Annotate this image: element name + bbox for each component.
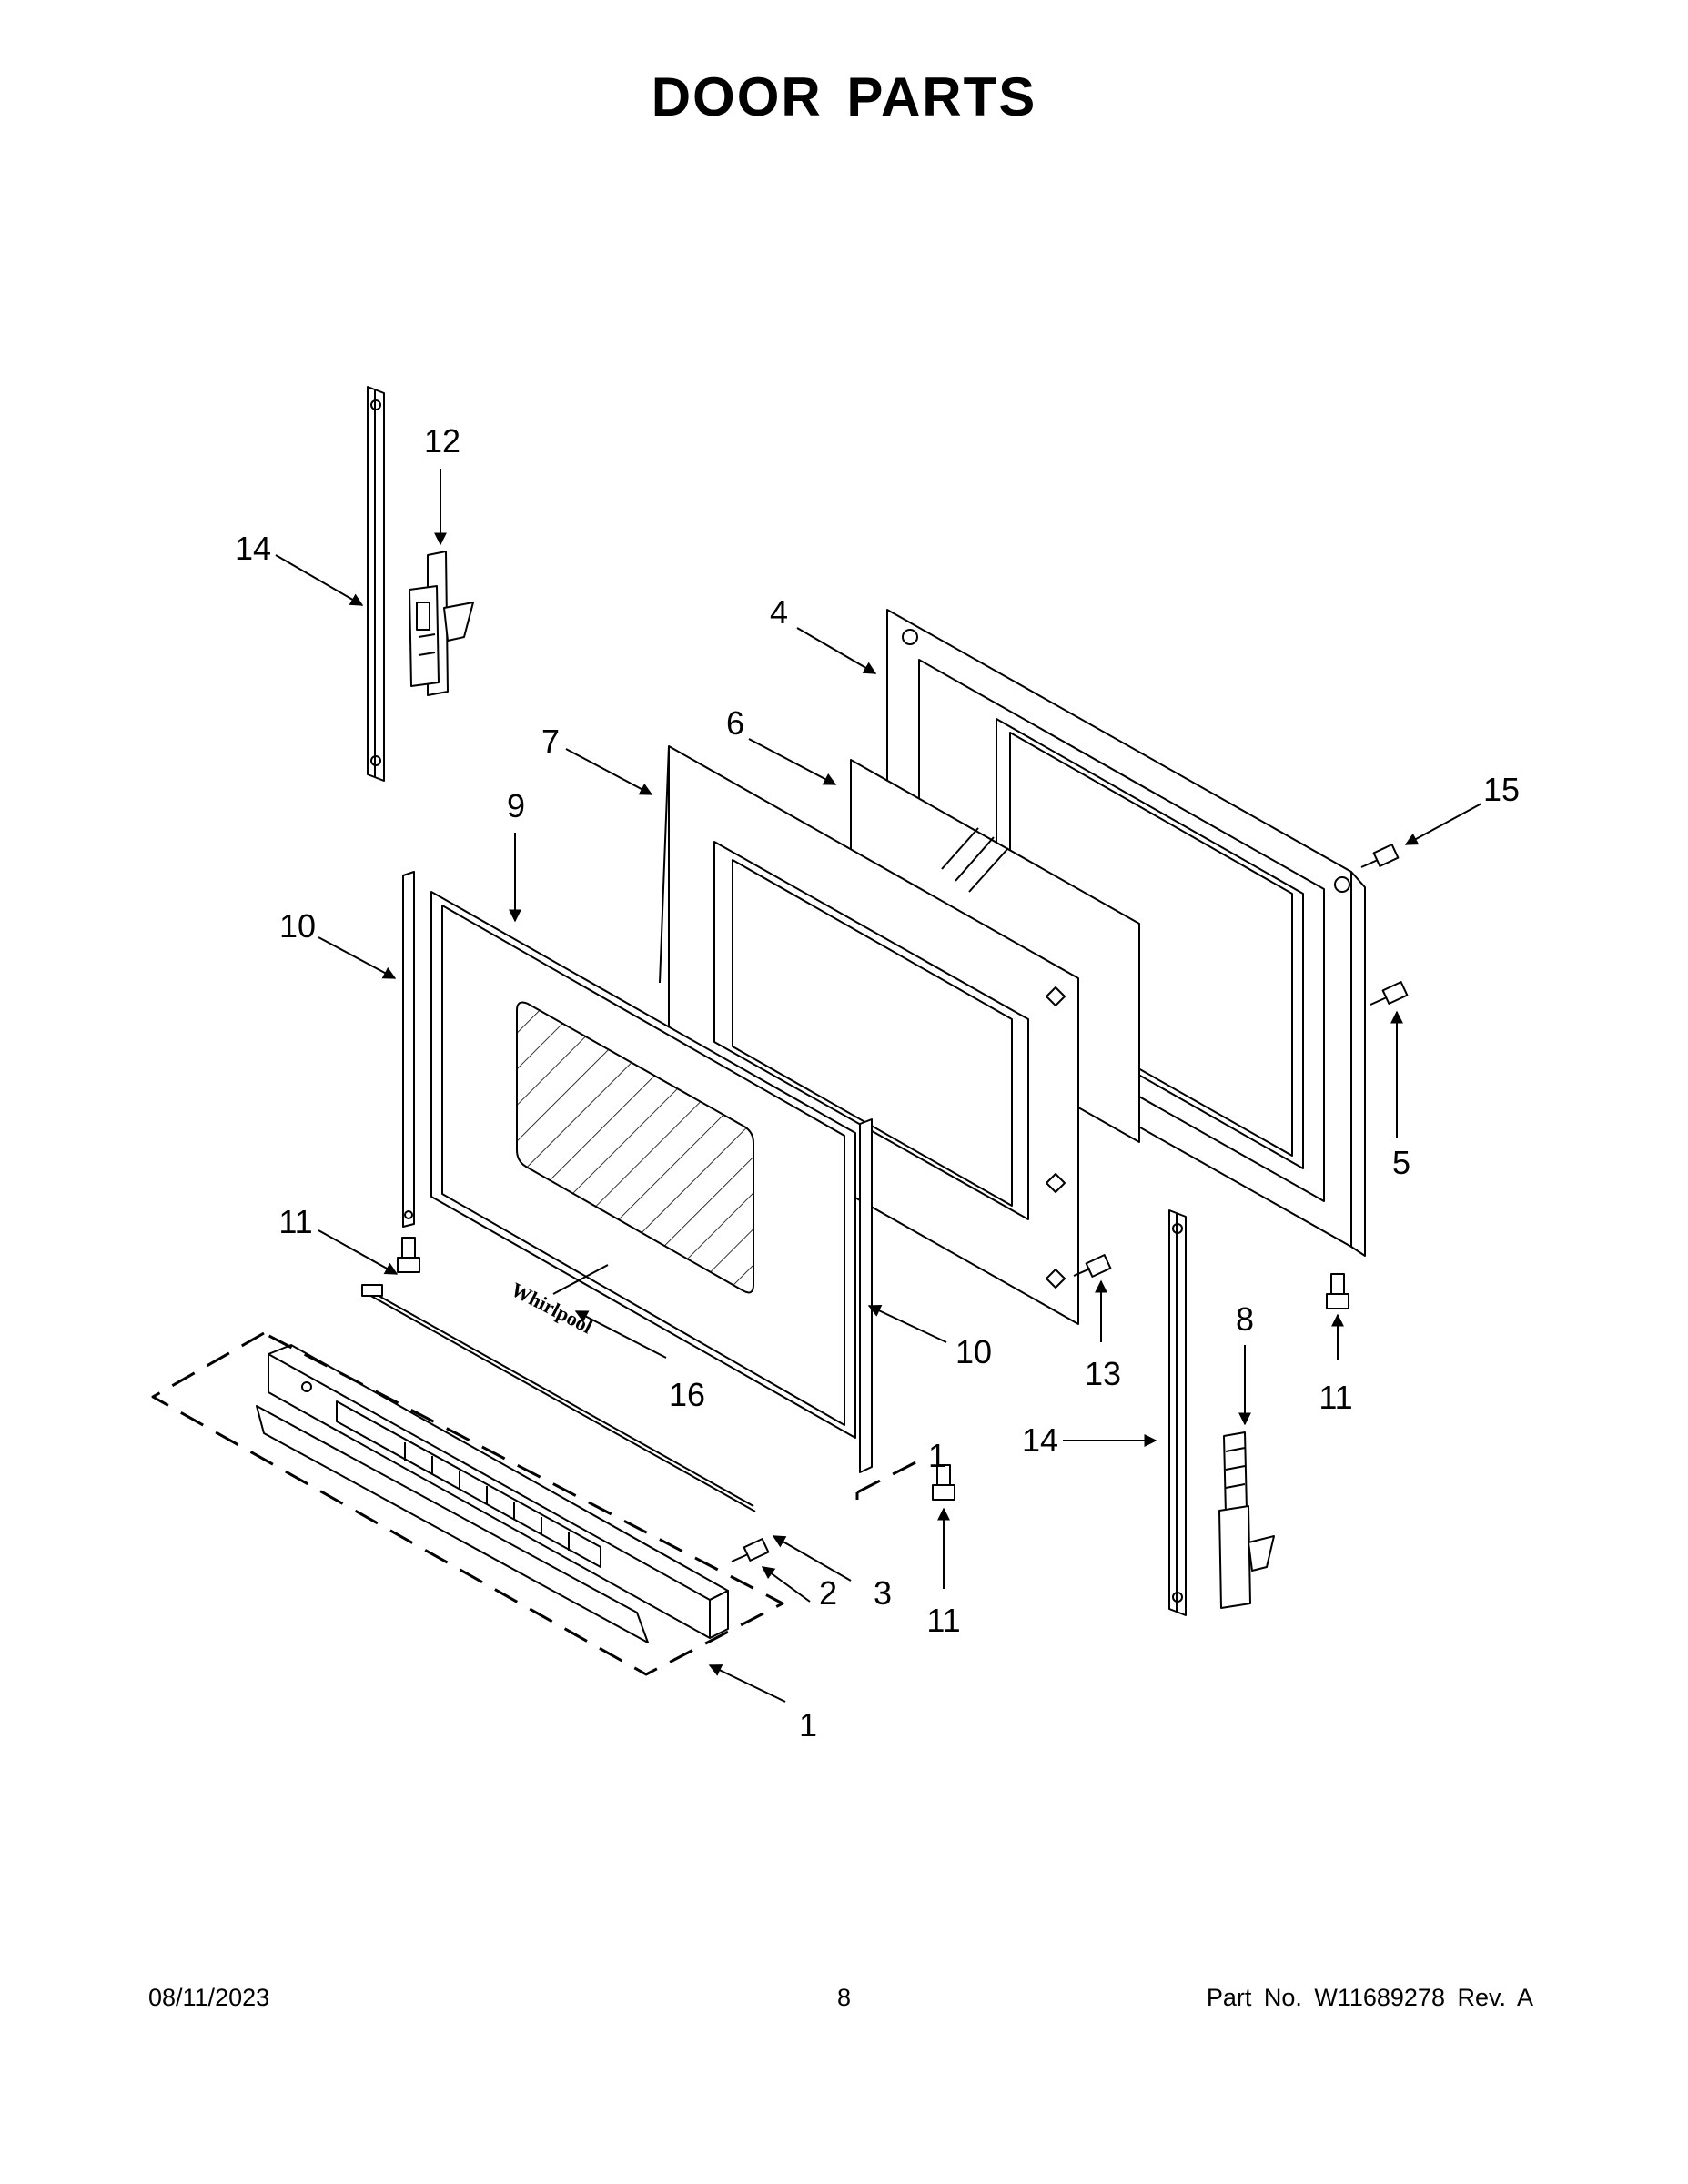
- screw-part-11: [1326, 1273, 1349, 1309]
- door-rod: [361, 1284, 756, 1512]
- callout-10-left: 10: [279, 907, 316, 945]
- screw-part-15: [1360, 844, 1400, 868]
- hinge-upper: [409, 551, 474, 696]
- callout-11-right: 11: [1319, 1379, 1352, 1416]
- callout-14-left: 14: [235, 530, 271, 567]
- page-title: DOOR PARTS: [651, 66, 1037, 127]
- assembly-outline-dashed: [151, 1331, 929, 1676]
- callout-9: 9: [507, 787, 525, 824]
- screw-part-2: [731, 1538, 770, 1562]
- callout-7: 7: [541, 723, 560, 760]
- whirlpool-logo: Whirlpool: [508, 1278, 596, 1338]
- callout-12: 12: [424, 422, 460, 460]
- callout-15: 15: [1483, 771, 1520, 808]
- callout-11-bottom: 11: [926, 1602, 960, 1639]
- door-liner-frame: [659, 745, 1079, 1325]
- footer-page-number: 8: [836, 1984, 852, 2011]
- callout-16: 16: [669, 1376, 705, 1413]
- callout-labels: 14 12 4 7 6 9 10 15 5 11 13 16 10 8 11 1…: [235, 422, 1520, 1744]
- callout-5: 5: [1392, 1144, 1410, 1181]
- footer-part-number: Part No. W11689278 Rev. A: [1206, 1984, 1533, 2011]
- callout-2: 2: [819, 1574, 837, 1612]
- callout-11-left: 11: [278, 1203, 312, 1240]
- callout-6: 6: [726, 704, 744, 742]
- side-trim-left: [402, 871, 415, 1228]
- footer-date: 08/11/2023: [148, 1984, 270, 2011]
- hinge-lower: [1218, 1431, 1275, 1609]
- callout-1: 1: [799, 1706, 817, 1744]
- callout-3: 3: [874, 1574, 892, 1612]
- screw-part-11: [397, 1237, 420, 1273]
- callout-4: 4: [770, 593, 788, 631]
- callout-8: 8: [1236, 1300, 1254, 1338]
- screw-part-5: [1370, 981, 1409, 1006]
- hinge-rail-left: [367, 386, 385, 782]
- screw-part-13: [1073, 1254, 1112, 1278]
- callout-10-right: 10: [955, 1333, 992, 1370]
- screw-part-11: [932, 1464, 955, 1501]
- side-trim-right: [859, 1118, 873, 1473]
- callout-1-small: 1: [928, 1437, 946, 1474]
- leader-arrows: [275, 469, 1482, 1703]
- outer-door-glass-panel: [430, 891, 856, 1439]
- callout-14-right: 14: [1022, 1421, 1058, 1459]
- callout-13: 13: [1085, 1355, 1121, 1392]
- hinge-rail-right: [1168, 1209, 1187, 1616]
- door-handle-assembly: [256, 1344, 729, 1643]
